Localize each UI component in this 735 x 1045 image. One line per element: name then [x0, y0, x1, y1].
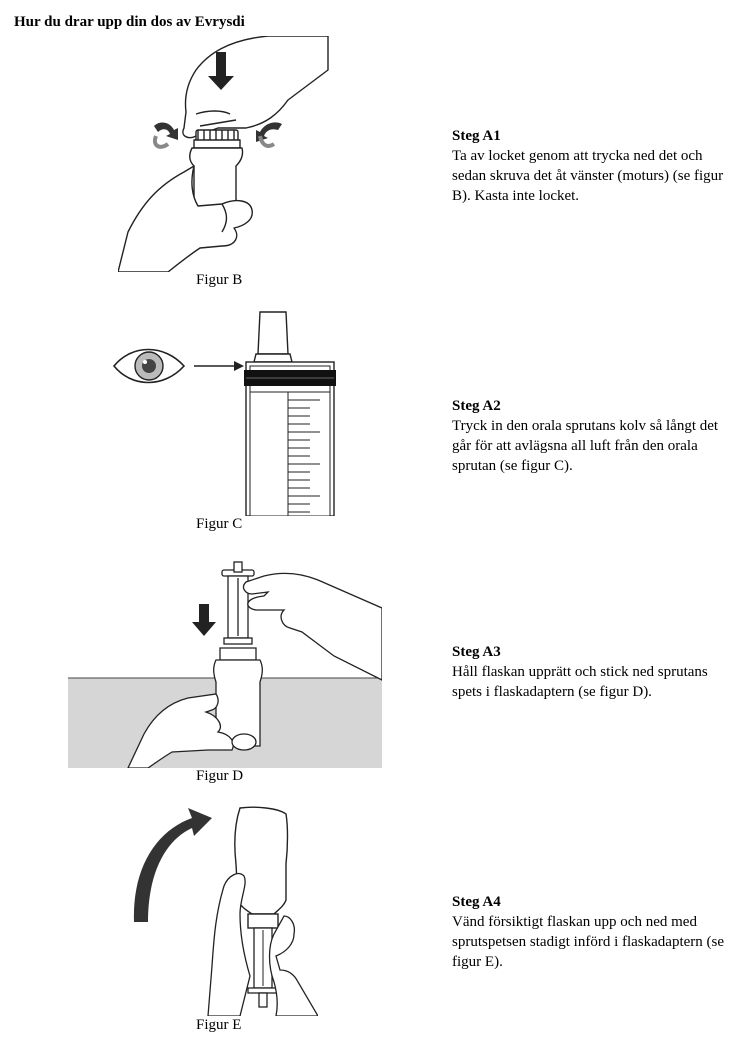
step-a3-heading: Steg A3 — [452, 644, 501, 660]
figure-e-caption: Figur E — [196, 1017, 242, 1033]
step-a2: Steg A2 Tryck in den orala sprutans kolv… — [452, 396, 727, 476]
figure-c-illustration — [110, 308, 340, 516]
step-a2-heading: Steg A2 — [452, 398, 501, 414]
step-a1-heading: Steg A1 — [452, 128, 501, 144]
step-a1-text: Ta av locket genom att trycka ned det oc… — [452, 148, 724, 204]
step-a4: Steg A4 Vänd försiktigt flaskan upp och … — [452, 892, 727, 972]
figure-b-caption: Figur B — [196, 272, 243, 288]
step-a2-text: Tryck in den orala sprutans kolv så lång… — [452, 418, 719, 474]
step-a3-text: Håll flaskan upprätt och stick ned sprut… — [452, 664, 708, 700]
step-a3: Steg A3 Håll flaskan upprätt och stick n… — [452, 642, 727, 702]
page-title: Hur du drar upp din dos av Evrysdi — [14, 14, 245, 30]
step-a4-heading: Steg A4 — [452, 894, 501, 910]
figure-d-illustration — [68, 556, 382, 768]
figure-e-illustration — [128, 806, 318, 1016]
step-a1: Steg A1 Ta av locket genom att trycka ne… — [452, 126, 727, 206]
figure-b-illustration — [118, 36, 358, 272]
figure-c-caption: Figur C — [196, 516, 243, 532]
figure-d-caption: Figur D — [196, 768, 244, 784]
step-a4-text: Vänd försiktigt flaskan upp och ned med … — [452, 914, 725, 970]
